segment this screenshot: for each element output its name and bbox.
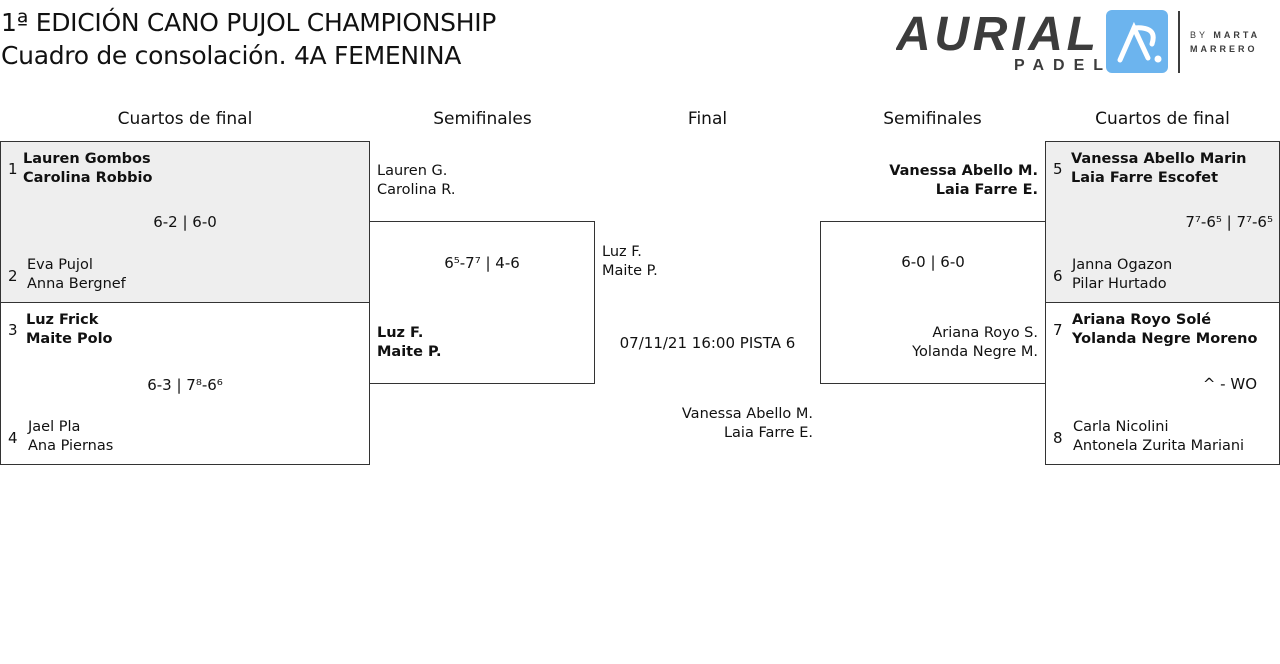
right-sf-team-top: Vanessa Abello M. Laia Farre E. [889, 162, 1038, 200]
player: Laia Farre E. [723, 425, 813, 441]
svg-text:AURIAL: AURIAL [896, 8, 1096, 61]
player: Laia Farre Escofet [1071, 170, 1219, 186]
svg-text:PADEL: PADEL [1014, 57, 1112, 74]
match-score: ^ - WO [1202, 375, 1257, 393]
left-sf-team-top: Lauren G. Carolina R. [377, 162, 455, 200]
left-sf-match: 6⁵-7⁷ | 4-6 Luz F. Maite P. [369, 221, 595, 384]
player: Yolanda Negre M. [912, 344, 1038, 360]
header-left-quarterfinals: Cuartos de final [117, 109, 253, 129]
player: Vanessa Abello Marin [1071, 151, 1247, 167]
right-sf-match: 6-0 | 6-0 Ariana Royo S. Yolanda Negre M. [820, 221, 1046, 384]
player: Carolina Robbio [23, 170, 153, 186]
player: Luz F. [602, 244, 642, 260]
match-score: 6-0 | 6-0 [901, 253, 965, 271]
seed: 5 [1053, 160, 1063, 178]
player: Ana Piernas [28, 438, 114, 454]
svg-text:MARRERO: MARRERO [1190, 44, 1258, 54]
player: Yolanda Negre Moreno [1072, 331, 1258, 347]
player: Jael Pla [28, 419, 81, 435]
seed: 6 [1053, 267, 1063, 285]
header-right-semifinals: Semifinales [883, 109, 982, 129]
player: Eva Pujol [27, 257, 93, 273]
player: Carla Nicolini [1073, 419, 1169, 435]
seed: 7 [1053, 321, 1063, 339]
final-team-top: Luz F. Maite P. [602, 243, 658, 281]
final-team-bottom: Vanessa Abello M. Laia Farre E. [682, 405, 813, 443]
match-score: 6-2 | 6-0 [153, 213, 217, 231]
match-score: 7⁷-6⁵ | 7⁷-6⁵ [1185, 213, 1273, 231]
player: Laia Farre E. [935, 182, 1038, 198]
player: Maite Polo [26, 331, 113, 347]
match-score: 6⁵-7⁷ | 4-6 [444, 254, 520, 272]
player: Ariana Royo S. [932, 325, 1038, 341]
team-winner: Luz F. Maite P. [377, 324, 441, 362]
svg-text:BY MARTA: BY MARTA [1190, 30, 1260, 40]
draw-subtitle: Cuadro de consolación. 4A FEMENINA [1, 41, 462, 70]
player: Janna Ogazon [1072, 257, 1173, 273]
seed: 8 [1053, 429, 1063, 447]
player: Luz Frick [26, 312, 99, 328]
player: Ariana Royo Solé [1072, 312, 1212, 328]
player: Lauren Gombos [23, 151, 151, 167]
tournament-title: 1ª EDICIÓN CANO PUJOL CHAMPIONSHIP [1, 8, 497, 37]
player: Maite P. [602, 263, 658, 279]
match-score: 6-3 | 7⁸-6⁶ [147, 376, 223, 394]
header-left-semifinals: Semifinales [433, 109, 532, 129]
final-schedule: 07/11/21 16:00 PISTA 6 [619, 334, 796, 352]
player: Lauren G. [377, 163, 448, 179]
team: Ariana Royo S. Yolanda Negre M. [912, 324, 1038, 362]
player: Anna Bergnef [27, 276, 126, 292]
seed: 4 [8, 429, 18, 447]
seed: 3 [8, 321, 18, 339]
player: Maite P. [377, 344, 442, 360]
header-final: Final [687, 109, 728, 129]
player: Luz F. [377, 325, 424, 341]
header-right-quarterfinals: Cuartos de final [1095, 109, 1230, 129]
seed: 2 [8, 267, 18, 285]
player: Vanessa Abello M. [681, 406, 813, 422]
seed: 1 [8, 160, 18, 178]
player: Antonela Zurita Mariani [1073, 438, 1245, 454]
player: Pilar Hurtado [1072, 276, 1167, 292]
aurial-padel-logo: AURIAL PADEL BY MARTA MARRERO [896, 8, 1260, 74]
player: Carolina R. [377, 182, 456, 198]
player: Vanessa Abello M. [889, 163, 1038, 179]
